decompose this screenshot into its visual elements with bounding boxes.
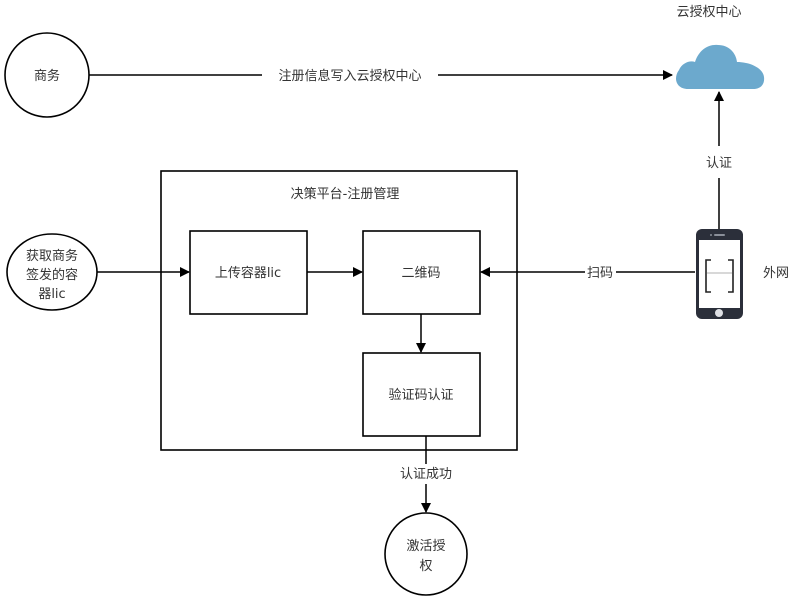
node-qrcode[interactable]: 二维码 (362, 230, 481, 315)
node-phone[interactable]: 外网 (696, 229, 789, 319)
node-cloud[interactable]: 云授权中心 (676, 4, 765, 89)
node-upload-lic-label: 上传容器lic (215, 265, 281, 281)
smartphone-icon (696, 229, 743, 319)
node-upload-lic[interactable]: 上传容器lic (189, 230, 308, 315)
node-qrcode-label: 二维码 (401, 266, 440, 281)
node-business[interactable]: 商务 (4, 32, 90, 118)
node-cloud-label: 云授权中心 (676, 4, 741, 20)
edge-label-auth-success: 认证成功 (400, 467, 452, 482)
cloud-icon (676, 44, 765, 89)
edge-register-write: 注册信息写入云授权中心 (89, 68, 673, 84)
edge-auth: 认证 (706, 91, 732, 229)
node-activate-line-2: 权 (419, 558, 432, 574)
node-verify-code[interactable]: 验证码认证 (362, 352, 481, 437)
node-obtain-lic-line-1: 获取商务 (26, 248, 78, 264)
node-obtain-lic-line-2: 签发的容 (26, 267, 78, 283)
node-phone-label: 外网 (763, 266, 789, 281)
node-activate[interactable]: 激活授 权 (384, 512, 468, 596)
node-business-label: 商务 (34, 68, 60, 84)
node-obtain-lic[interactable]: 获取商务 签发的容 器lic (6, 233, 98, 311)
node-verify-code-label: 验证码认证 (388, 387, 453, 403)
edge-scan: 扫码 (480, 266, 695, 281)
edge-auth-success: 认证成功 (400, 436, 452, 513)
edge-label-auth: 认证 (706, 156, 732, 171)
edge-label-register-write: 注册信息写入云授权中心 (278, 68, 421, 84)
node-obtain-lic-line-3: 器lic (38, 287, 65, 302)
node-activate-line-1: 激活授 (406, 539, 445, 554)
container-platform-title: 决策平台-注册管理 (291, 186, 400, 202)
edge-label-scan: 扫码 (587, 266, 613, 281)
